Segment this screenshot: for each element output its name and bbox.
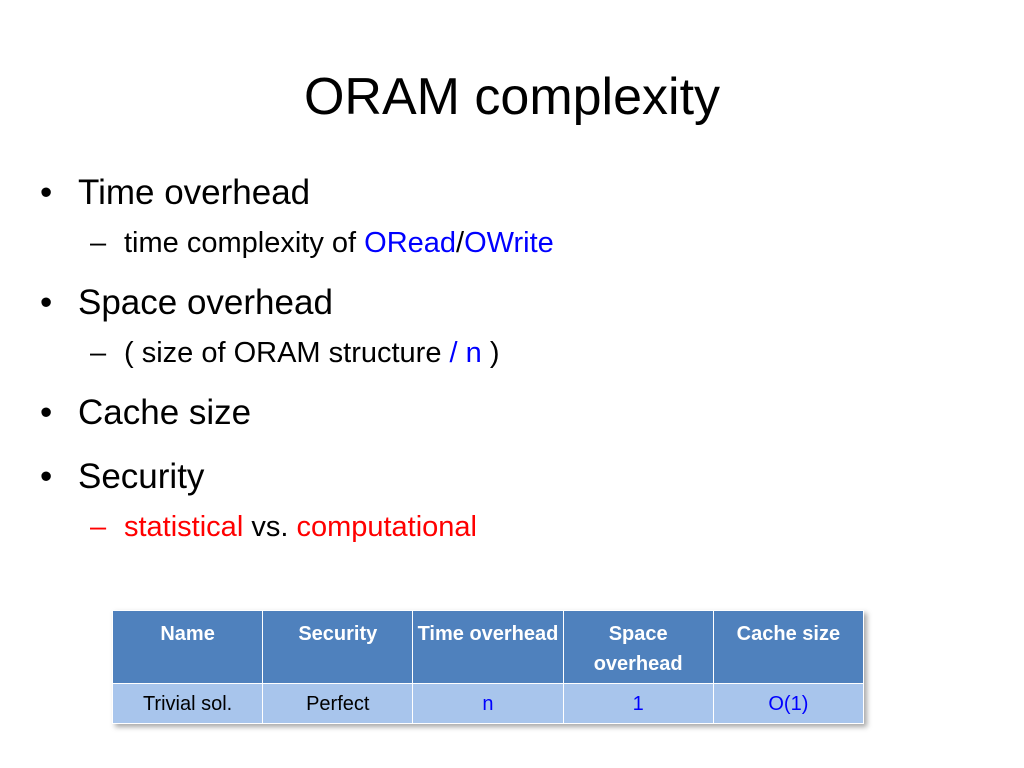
bullet-text: Time overhead	[78, 173, 311, 212]
sub-bullet-dash: –	[90, 227, 107, 259]
bullet-text: Security	[78, 457, 205, 496]
header-cache-size: Cache size	[712, 610, 865, 684]
sub-bullet-prefix: ( size of ORAM structure	[124, 337, 450, 369]
computational-term: computational	[296, 511, 477, 543]
owrite-term: OWrite	[464, 227, 554, 259]
oread-term: ORead	[364, 227, 457, 259]
slash-separator: /	[456, 227, 465, 259]
bullet-time-overhead: • Time overhead	[40, 168, 980, 218]
table-header-row: Name Security Time overhead Space overhe…	[111, 610, 865, 684]
sub-bullet-dash: –	[90, 337, 107, 369]
divide-by-n: / n	[449, 337, 482, 369]
slide-title: ORAM complexity	[303, 68, 721, 126]
versus-text: vs.	[243, 511, 297, 543]
bullet-dot: •	[40, 283, 53, 322]
header-security: Security	[262, 610, 414, 684]
cell-space-overhead: 1	[562, 683, 714, 724]
bullet-dot: •	[40, 173, 53, 212]
sub-bullet-prefix: time complexity of	[124, 227, 365, 259]
header-name: Name	[111, 610, 264, 684]
bullet-list: • Time overhead – time complexity of ORe…	[40, 168, 980, 548]
table-row: Trivial sol. Perfect n 1 O(1)	[111, 683, 865, 724]
bullet-cache-size: • Cache size	[40, 388, 980, 438]
cell-name: Trivial sol.	[111, 683, 264, 724]
bullet-dot: •	[40, 393, 53, 432]
bullet-dot: •	[40, 457, 53, 496]
sub-bullet-time-complexity: – time complexity of ORead/OWrite	[40, 222, 980, 264]
oram-comparison-table: Name Security Time overhead Space overhe…	[111, 610, 865, 724]
sub-bullet-suffix: )	[481, 337, 500, 369]
header-time-overhead: Time overhead	[412, 610, 564, 684]
sub-bullet-security-kind: – statistical vs. computational	[40, 506, 980, 548]
cell-security: Perfect	[262, 683, 414, 724]
sub-bullet-structure-size: – ( size of ORAM structure / n )	[40, 332, 980, 374]
bullet-text: Space overhead	[78, 283, 333, 322]
sub-bullet-dash: –	[90, 511, 107, 543]
cell-time-overhead: n	[412, 683, 564, 724]
bullet-text: Cache size	[78, 393, 252, 432]
bullet-space-overhead: • Space overhead	[40, 278, 980, 328]
statistical-term: statistical	[124, 511, 244, 543]
header-space-overhead: Space overhead	[562, 610, 714, 684]
bullet-security: • Security	[40, 452, 980, 502]
cell-cache-size: O(1)	[712, 683, 865, 724]
